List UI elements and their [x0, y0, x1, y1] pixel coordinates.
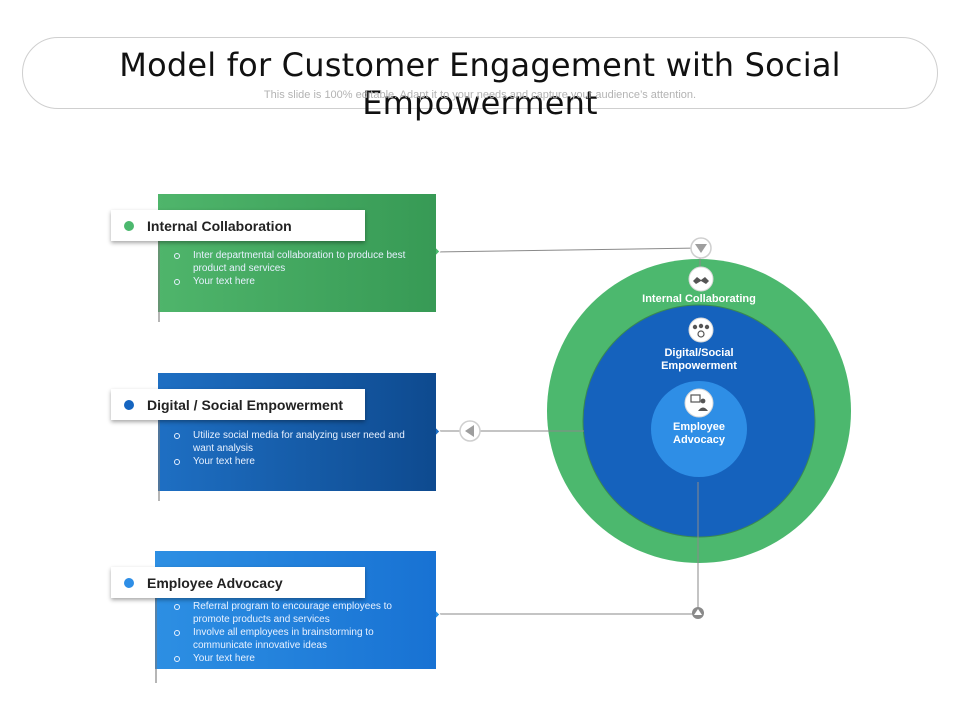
page-subtitle: This slide is 100% editable. Adapt it to…: [263, 89, 697, 101]
list-item: Utilize social media for analyzing user …: [172, 429, 412, 455]
label-text: Employee Advocacy: [147, 574, 283, 591]
card-3-edge: [155, 595, 157, 683]
label-internal-collaboration: Internal Collaboration: [111, 210, 365, 241]
list-item: Your text here: [172, 455, 412, 468]
outer-ring-label: Internal Collaborating: [642, 293, 756, 305]
bullet-list-1: Inter departmental collaboration to prod…: [172, 249, 412, 288]
title-banner: [22, 37, 938, 109]
inner-ring-employee-advocacy: [651, 381, 747, 477]
arrow-down-marker: [690, 237, 712, 259]
list-item: Your text here: [172, 652, 412, 665]
label-text: Digital / Social Empowerment: [147, 396, 344, 413]
employee-presentation-icon: [684, 388, 714, 418]
label-dot-dark-blue: [124, 399, 134, 410]
label-employee-advocacy: Employee Advocacy: [111, 567, 365, 598]
card-2-edge: [158, 415, 160, 501]
bullet-list-2: Utilize social media for analyzing user …: [172, 429, 412, 468]
list-item: Referral program to encourage employees …: [172, 600, 412, 626]
bullet-list-3: Referral program to encourage employees …: [172, 600, 412, 665]
inner-ring-label: Employee Advocacy: [673, 421, 725, 446]
card-1-edge: [158, 236, 160, 322]
middle-ring-label: Digital/Social Empowerment: [661, 347, 737, 372]
people-network-icon: [688, 317, 714, 343]
handshake-icon: [688, 266, 714, 292]
list-item: Inter departmental collaboration to prod…: [172, 249, 412, 275]
list-item: Your text here: [172, 275, 412, 288]
list-item: Involve all employees in brainstorming t…: [172, 626, 412, 652]
label-dot-light-blue: [124, 577, 134, 588]
arrow-up-marker: [692, 607, 704, 619]
connector-line-1: [433, 247, 701, 253]
page-title: Model for Customer Engagement with Socia…: [119, 46, 841, 122]
label-dot-green: [124, 220, 134, 231]
label-text: Internal Collaboration: [147, 217, 292, 234]
arrow-left-marker: [459, 420, 481, 442]
label-digital-social-empowerment: Digital / Social Empowerment: [111, 389, 365, 420]
